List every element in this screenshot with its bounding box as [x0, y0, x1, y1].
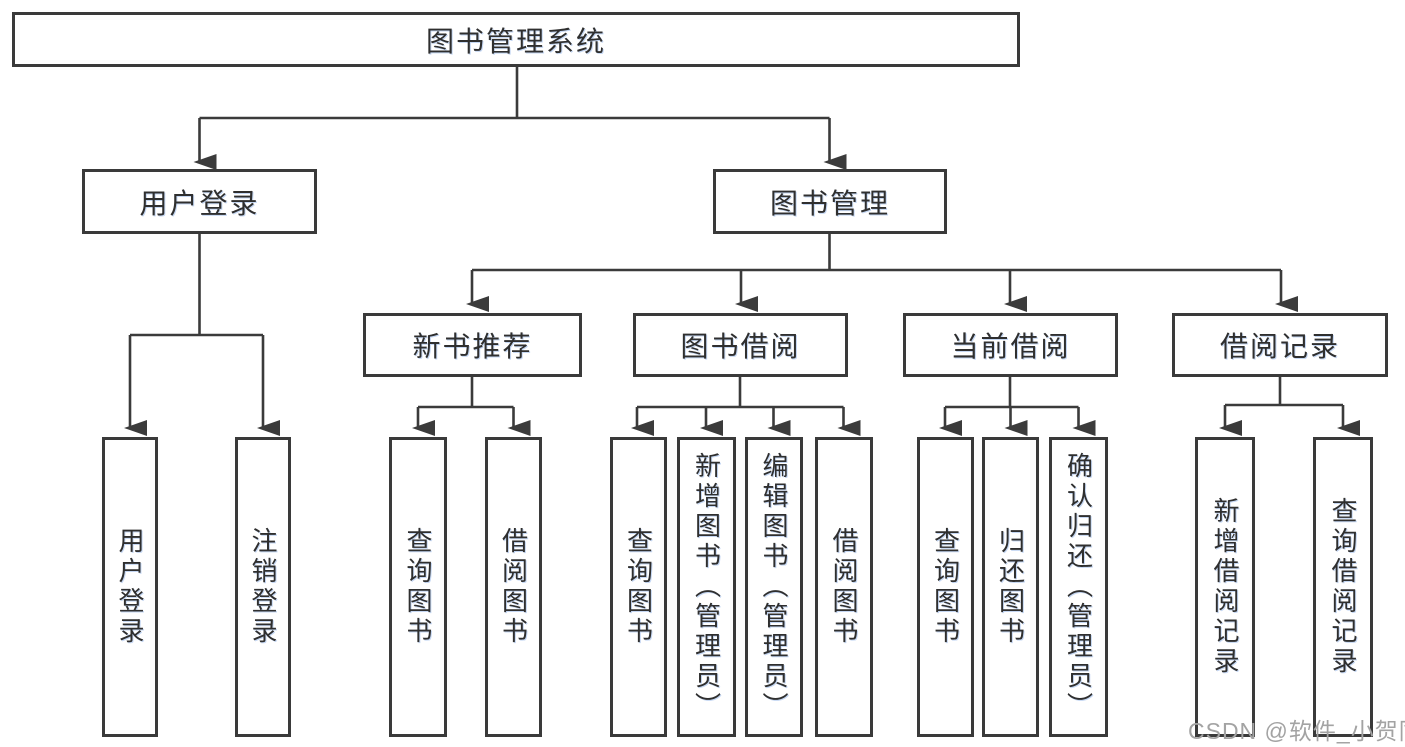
leaf-user-login: 用户登录: [102, 437, 158, 737]
node-book-management: 图书管理: [713, 169, 947, 234]
leaf-borrow-books: 借阅图书: [485, 437, 542, 737]
csdn-watermark: CSDN @软件_小贺同学: [1188, 718, 1405, 744]
node-book-borrowing: 图书借阅: [633, 313, 848, 377]
leaf-query-books: 查询图书: [917, 437, 974, 737]
node-library-system: 图书管理系统: [12, 12, 1020, 67]
node-new-book-recommend: 新书推荐: [363, 313, 582, 377]
leaf-query-books: 查询图书: [389, 437, 447, 737]
leaf-logout: 注销登录: [235, 437, 291, 737]
leaf-add-book-admin: 新增图书（管理员）: [677, 437, 736, 737]
leaf-query-borrow-record: 查询借阅记录: [1313, 437, 1373, 737]
leaf-return-books: 归还图书: [982, 437, 1039, 737]
leaf-confirm-return-admin: 确认归还（管理员）: [1049, 437, 1108, 737]
leaf-edit-book-admin: 编辑图书（管理员）: [745, 437, 803, 737]
leaf-query-books: 查询图书: [610, 437, 667, 737]
leaf-borrow-books: 借阅图书: [815, 437, 873, 737]
node-user-login: 用户登录: [82, 169, 317, 234]
leaf-add-borrow-record: 新增借阅记录: [1195, 437, 1255, 737]
node-current-borrowing: 当前借阅: [903, 313, 1118, 377]
node-borrowing-records: 借阅记录: [1172, 313, 1388, 377]
